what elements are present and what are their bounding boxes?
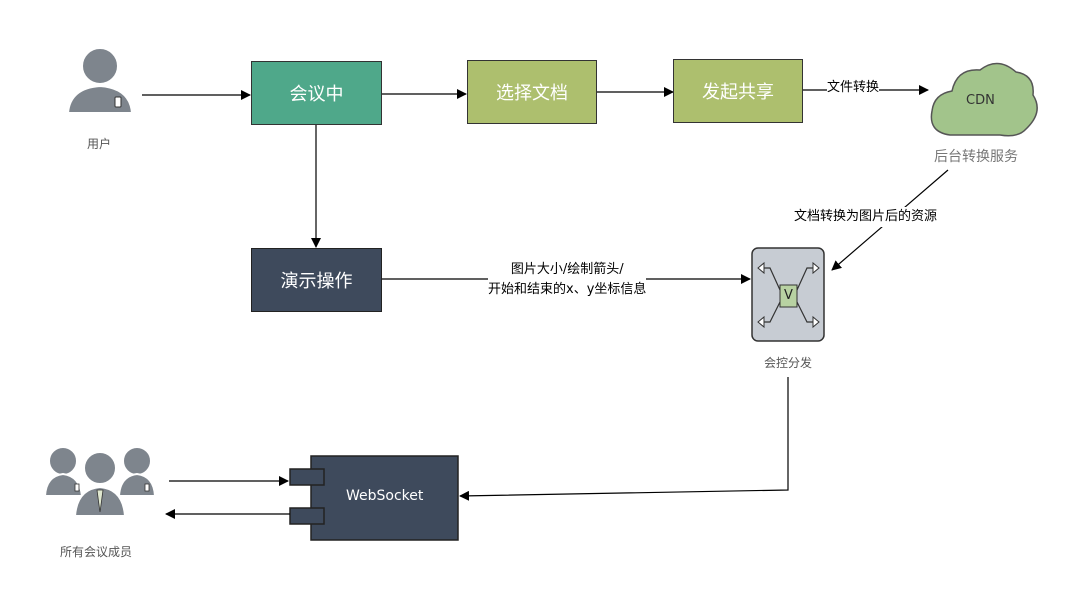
select-doc-node-label: 选择文档: [496, 83, 568, 104]
control-caption: 会控分发: [764, 356, 813, 370]
demo-ops-node-label: 演示操作: [280, 271, 353, 292]
connectors: [142, 85, 949, 519]
all-members-caption: 所有会议成员: [60, 545, 133, 559]
edge-label-info-line2: 开始和结束的x、y坐标信息: [488, 282, 647, 297]
start-share-node-label: 发起共享: [702, 82, 774, 103]
cdn-cloud-shape: [930, 62, 1038, 137]
user-caption: 用户: [87, 137, 112, 151]
user-icon: [66, 47, 134, 114]
websocket-component-shape: [289, 455, 459, 541]
meeting-node-label: 会议中: [289, 84, 344, 105]
start-share-node: 发起共享: [673, 59, 803, 123]
meeting-node: 会议中: [251, 61, 382, 125]
edge-label-file-convert: 文件转换: [827, 78, 880, 98]
edge-label-info-line1: 图片大小/绘制箭头/: [510, 262, 624, 277]
backend-caption: 后台转换服务: [934, 149, 1018, 165]
edge-label-info: 图片大小/绘制箭头/ 开始和结束的x、y坐标信息: [488, 260, 647, 300]
control-badge-label: V: [784, 288, 793, 303]
demo-ops-node: 演示操作: [251, 248, 382, 312]
select-doc-node: 选择文档: [467, 60, 597, 124]
edge-label-doc-to-image: 文档转换为图片后的资源: [794, 207, 938, 227]
group-icon: [43, 446, 157, 517]
control-hub-shape: [751, 247, 825, 342]
cdn-label: CDN: [966, 93, 995, 108]
websocket-label: WebSocket: [346, 488, 424, 504]
